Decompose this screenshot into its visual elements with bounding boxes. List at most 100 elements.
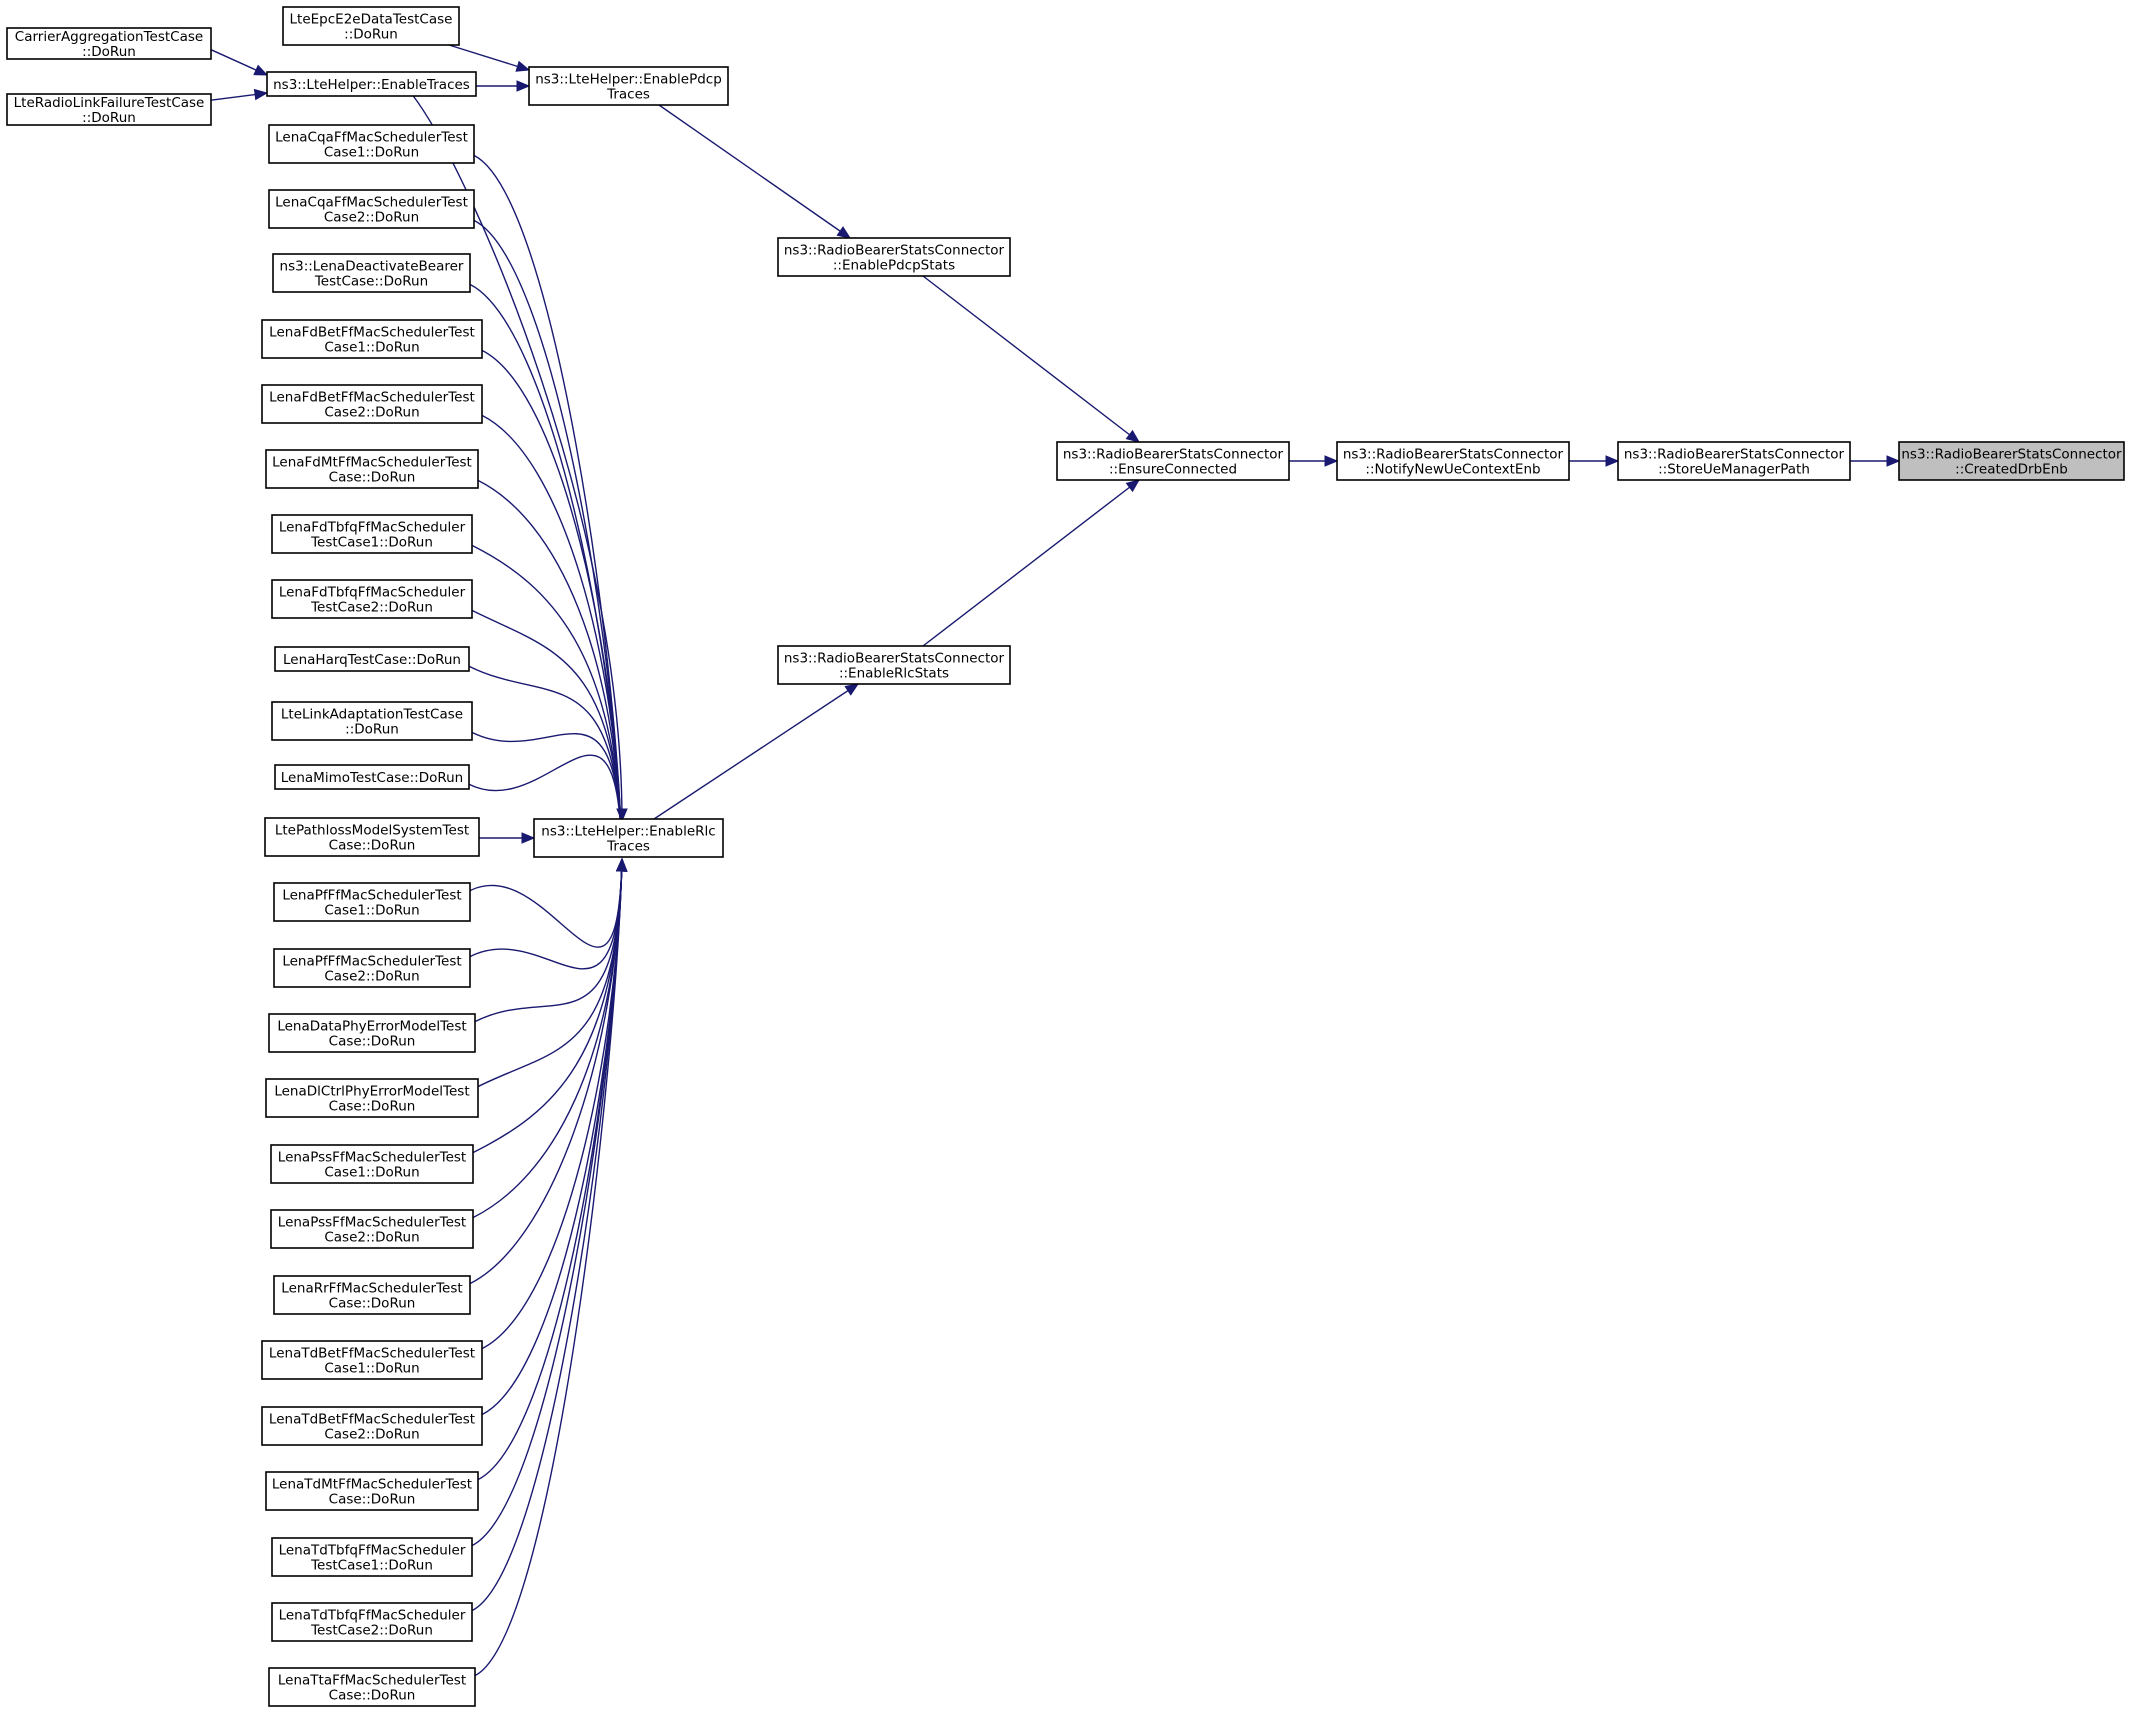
node-box xyxy=(261,319,483,359)
edge-t23-to-n_enablerlc xyxy=(471,857,628,1547)
node-box xyxy=(265,449,479,489)
edge-t13-to-n_enablerlc-line xyxy=(469,858,623,948)
node-n-epce2e[interactable]: LteEpcE2eDataTestCase::DoRun xyxy=(282,6,460,46)
node-label-line: LteLinkAdaptationTestCase xyxy=(281,707,463,723)
node-label-line: LenaFdTbfqFfMacScheduler xyxy=(279,585,466,601)
node-n-store[interactable]: ns3::RadioBearerStatsConnector::StoreUeM… xyxy=(1617,441,1851,481)
node-box xyxy=(271,514,473,554)
node-label-line: Case::DoRun xyxy=(329,1688,416,1704)
edge-n_epce2e-to-n_enablepdcp-line xyxy=(448,44,530,71)
node-label-line: ::CreatedDrbEnb xyxy=(1955,462,2068,478)
node-label-line: ns3::LenaDeactivateBearer xyxy=(280,259,464,275)
node-label-line: Case1::DoRun xyxy=(324,340,419,356)
node-box xyxy=(261,1340,483,1380)
node-n-pdcpstats[interactable]: ns3::RadioBearerStatsConnector::EnablePd… xyxy=(777,237,1011,277)
edge-t23-to-n_enablerlc-line xyxy=(471,858,623,1547)
node-n-ensure[interactable]: ns3::RadioBearerStatsConnector::EnsureCo… xyxy=(1056,441,1290,481)
node-label-line: Traces xyxy=(606,87,650,103)
edge-n_rlf-to-n_enabletraces-arrowhead xyxy=(253,88,269,101)
node-t10[interactable]: LteLinkAdaptationTestCase::DoRun xyxy=(271,701,473,741)
node-label-line: ns3::RadioBearerStatsConnector xyxy=(1343,447,1564,463)
node-label-line: LtePathlossModelSystemTest xyxy=(275,823,469,839)
node-box xyxy=(266,71,477,97)
node-box xyxy=(270,1209,474,1249)
node-label-line: ::EnablePdcpStats xyxy=(833,258,955,274)
node-label-line: Case1::DoRun xyxy=(324,1361,419,1377)
edge-n_enabletraces-to-n_enablepdcp xyxy=(476,80,531,92)
node-label-line: ns3::RadioBearerStatsConnector xyxy=(784,651,1005,667)
edge-n_enablepdcp-to-n_pdcpstats xyxy=(658,104,852,239)
edge-n_rlcstats-to-n_ensure xyxy=(922,479,1141,647)
node-box xyxy=(271,1602,473,1642)
node-label-line: ns3::LteHelper::EnableRlc xyxy=(541,824,715,840)
edge-n_rlf-to-n_enabletraces xyxy=(210,88,269,101)
node-box xyxy=(273,948,471,988)
node-label-line: LenaFdTbfqFfMacScheduler xyxy=(279,520,466,536)
node-box xyxy=(1056,441,1290,481)
edge-n_rlcstats-to-n_ensure-line xyxy=(922,479,1140,647)
edge-t03-to-n_enablerlc-line xyxy=(469,283,623,856)
node-label-line: Case1::DoRun xyxy=(324,1165,419,1181)
node-box xyxy=(1336,441,1570,481)
edge-t25-to-n_enablerlc-line xyxy=(474,858,623,1677)
node-label-line: LenaTdMtFfMacSchedulerTest xyxy=(272,1477,472,1493)
node-box xyxy=(273,882,471,922)
node-label-line: LenaDlCtrlPhyErrorModelTest xyxy=(274,1084,469,1100)
node-label-line: LenaTtaFfMacSchedulerTest xyxy=(278,1673,466,1689)
node-label-line: ns3::RadioBearerStatsConnector xyxy=(1901,447,2122,463)
node-label-line: Case::DoRun xyxy=(329,838,416,854)
node-n-enabletraces[interactable]: ns3::LteHelper::EnableTraces xyxy=(266,71,477,97)
node-label-line: Case::DoRun xyxy=(329,470,416,486)
node-label-line: Case::DoRun xyxy=(329,1492,416,1508)
node-n-notify[interactable]: ns3::RadioBearerStatsConnector::NotifyNe… xyxy=(1336,441,1570,481)
node-n-rlf[interactable]: LteRadioLinkFailureTestCase::DoRun xyxy=(6,93,212,126)
node-box xyxy=(268,124,475,164)
node-label-line: ns3::LteHelper::EnablePdcp xyxy=(535,72,722,88)
node-t09[interactable]: LenaHarqTestCase::DoRun xyxy=(274,646,470,672)
node-label-line: ns3::LteHelper::EnableTraces xyxy=(273,77,470,93)
edge-n_notify-to-n_store-arrowhead xyxy=(1605,455,1620,467)
edge-t04-to-n_enablerlc xyxy=(481,349,628,857)
node-label-line: ns3::RadioBearerStatsConnector xyxy=(1063,447,1284,463)
node-n-rlcstats[interactable]: ns3::RadioBearerStatsConnector::EnableRl… xyxy=(777,645,1011,685)
node-label-line: LenaTdTbfqFfMacScheduler xyxy=(279,1543,466,1559)
edge-t02-to-n_enablerlc xyxy=(473,219,628,857)
node-box xyxy=(777,237,1011,277)
node-box xyxy=(777,645,1011,685)
node-box xyxy=(271,701,473,741)
node-label-line: LenaTdBetFfMacSchedulerTest xyxy=(269,1412,475,1428)
node-box xyxy=(261,1406,483,1446)
edge-t06-to-n_enablerlc-line xyxy=(477,479,623,856)
node-label-line: Case2::DoRun xyxy=(324,405,419,421)
node-n-created[interactable]: ns3::RadioBearerStatsConnector::CreatedD… xyxy=(1898,441,2125,481)
node-label-line: ::DoRun xyxy=(344,27,398,43)
node-n-carrier[interactable]: CarrierAggregationTestCase::DoRun xyxy=(6,27,212,60)
node-box xyxy=(274,646,470,672)
edge-n_pdcpstats-to-n_ensure-arrowhead xyxy=(1125,429,1141,443)
node-t11[interactable]: LenaMimoTestCase::DoRun xyxy=(274,764,470,790)
